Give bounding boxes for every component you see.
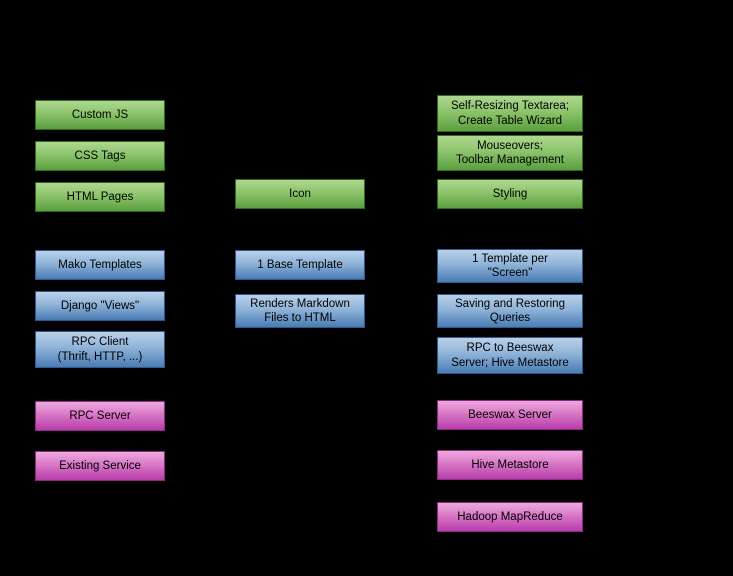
box-icon: Icon (235, 179, 365, 209)
box-beeswax-server: Beeswax Server (437, 400, 583, 430)
box-rpc-to-beeswax: RPC to Beeswax Server; Hive Metastore (437, 337, 583, 374)
box-hive-metastore: Hive Metastore (437, 450, 583, 480)
box-existing-service: Existing Service (35, 451, 165, 481)
box-custom-js: Custom JS (35, 100, 165, 130)
box-styling: Styling (437, 179, 583, 209)
box-mako-templates: Mako Templates (35, 250, 165, 280)
box-django-views: Django "Views" (35, 291, 165, 321)
box-self-resizing-textarea: Self-Resizing Textarea; Create Table Wiz… (437, 95, 583, 132)
box-html-pages: HTML Pages (35, 182, 165, 212)
box-rpc-server: RPC Server (35, 401, 165, 431)
box-hadoop-mapreduce: Hadoop MapReduce (437, 502, 583, 532)
box-rpc-client: RPC Client (Thrift, HTTP, ...) (35, 331, 165, 368)
box-saving-restoring-queries: Saving and Restoring Queries (437, 294, 583, 328)
box-template-per-screen: 1 Template per "Screen" (437, 249, 583, 283)
box-base-template: 1 Base Template (235, 250, 365, 280)
box-css-tags: CSS Tags (35, 141, 165, 171)
box-renders-markdown: Renders Markdown Files to HTML (235, 294, 365, 328)
box-mouseovers: Mouseovers; Toolbar Management (437, 135, 583, 171)
